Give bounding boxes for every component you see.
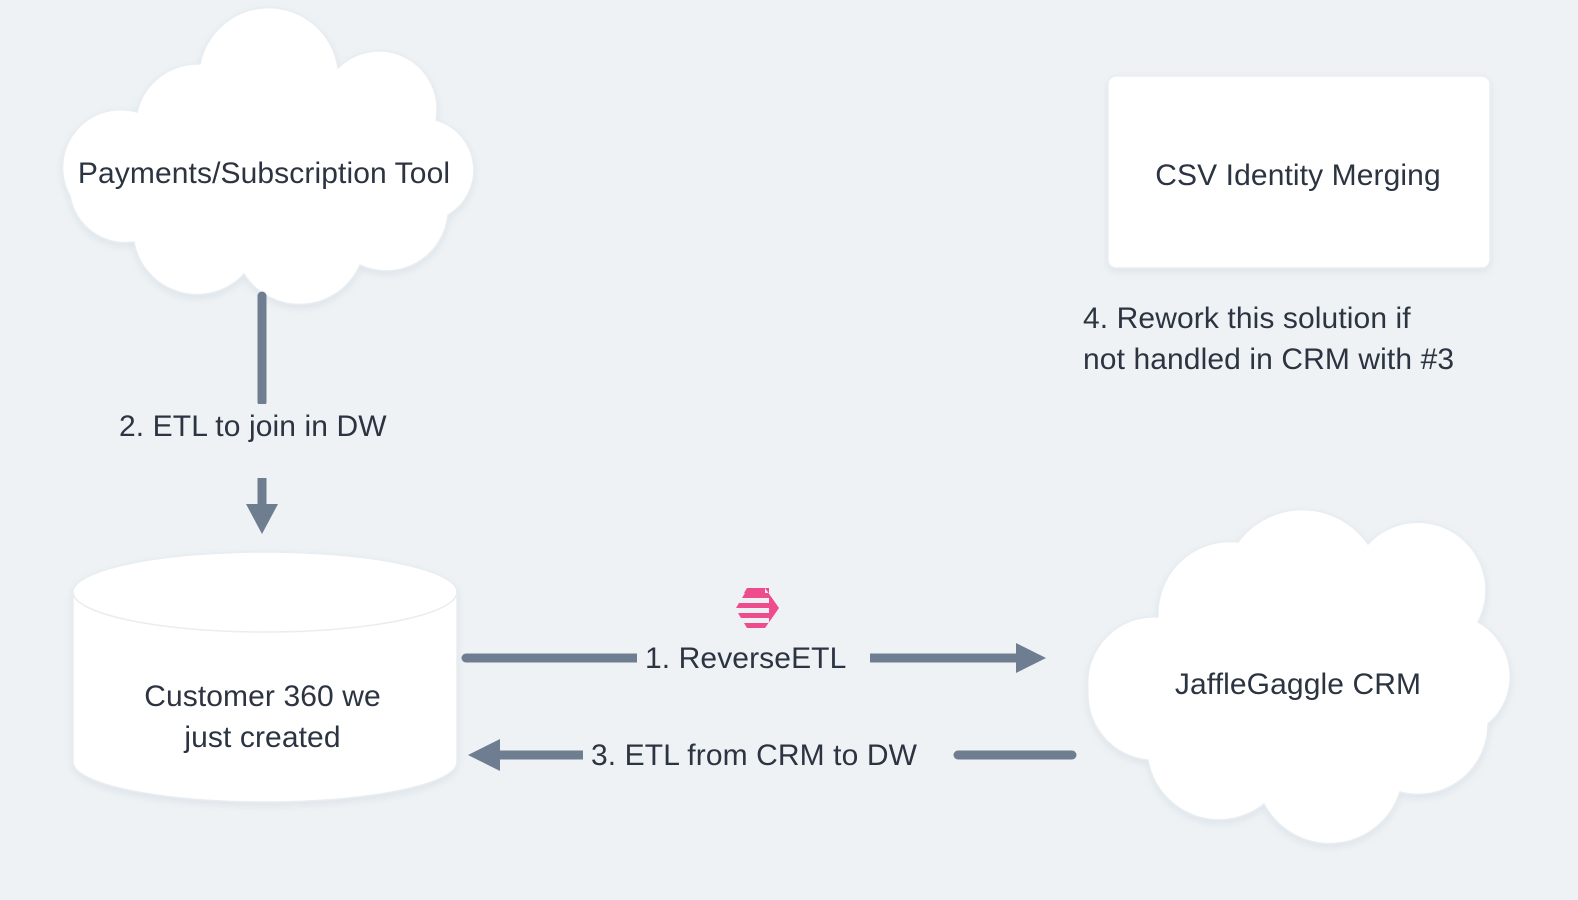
edge-etl-to-join-arrow xyxy=(246,291,278,534)
edge-reverse-etl-arrow xyxy=(461,643,1046,673)
annotation-note-4: 4. Rework this solution if not handled i… xyxy=(1083,302,1455,377)
dbt-logo-icon xyxy=(736,588,779,628)
node-csv-box[interactable] xyxy=(1100,68,1500,278)
node-warehouse-cylinder[interactable] xyxy=(65,550,475,820)
edge-reverse-etl-label: 1. ReverseETL xyxy=(637,637,855,681)
node-crm-cloud[interactable] xyxy=(1048,508,1548,867)
edge-etl-from-crm-label: 3. ETL from CRM to DW xyxy=(583,734,926,778)
edge-etl-to-join-label: 2. ETL to join in DW xyxy=(113,404,393,450)
node-payments-cloud[interactable] xyxy=(8,6,523,306)
